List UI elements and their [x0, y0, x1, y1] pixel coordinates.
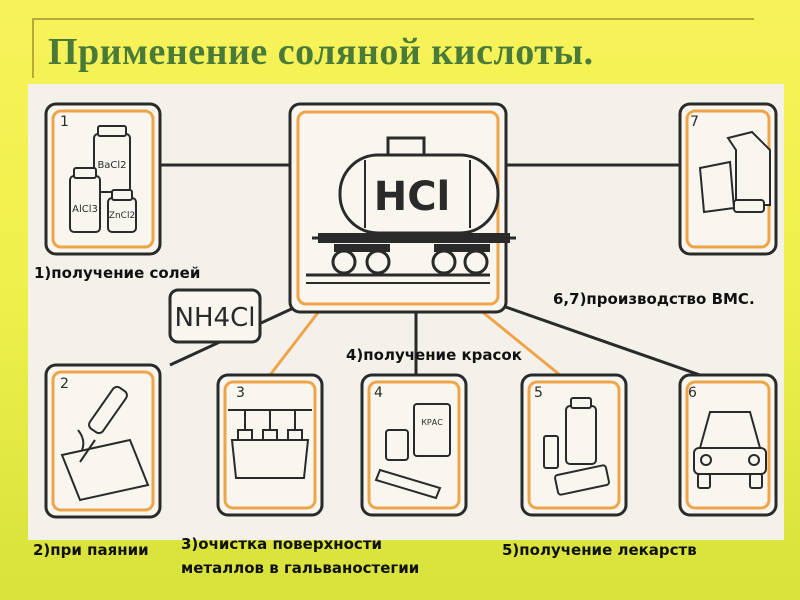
label-paints: 4)получение красок [346, 346, 522, 364]
label-soldering: 2)при паянии [33, 541, 149, 559]
label-cleaning-line1: 3)очистка поверхности [181, 535, 383, 553]
paint-cans-icon [374, 403, 451, 500]
box-number-4: 4 [374, 385, 383, 401]
box-number-7: 7 [690, 114, 699, 130]
connector-car [499, 303, 701, 377]
box-number-5: 5 [534, 385, 543, 401]
box-number-6: 6 [688, 385, 697, 401]
paint-can-text: КРАС [421, 418, 443, 427]
box-number-3: 3 [236, 385, 245, 401]
soldering-iron-icon [60, 385, 150, 502]
hcl-text: HCl [374, 174, 451, 220]
salt-label-bacl2: BaCl2 [97, 160, 126, 171]
nh4cl-text: NH4Cl [175, 303, 256, 333]
medicines-icon [543, 397, 610, 496]
title-left-line [32, 18, 34, 78]
box-soldering: 2 [44, 363, 162, 519]
salt-label-alcl3: AlCl3 [72, 204, 98, 215]
label-salts: 1)получение солей [34, 264, 201, 282]
orange-connectors [268, 308, 561, 377]
label-cleaning-line2: металлов в гальваностегии [181, 559, 420, 577]
box-medicines: 5 [520, 373, 628, 517]
slide-title: Применение соляной кислоты. [48, 31, 594, 73]
salt-label-zncl2: ZnCl2 [109, 211, 135, 221]
car-icon [693, 411, 767, 489]
box-clothing: 7 [678, 102, 778, 256]
box-galvanic: 3 [216, 373, 324, 517]
clothing-icon [698, 130, 771, 214]
box-number-1: 1 [60, 114, 69, 130]
label-medicines: 5)получение лекарств [502, 541, 697, 559]
box-number-2: 2 [60, 376, 69, 392]
salts-jars-icon [69, 125, 137, 233]
title-underline [32, 18, 754, 20]
hcl-tank-car-icon: HCl [306, 136, 516, 284]
nh4cl-box: NH4Cl [168, 288, 262, 344]
box-paints: 4 КРАС [360, 373, 468, 517]
label-polymers: 6,7)производство ВМС. [553, 290, 755, 308]
box-salts: 1 BaCl2 AlCl3 ZnCl2 [44, 102, 162, 256]
galvanic-bath-icon [228, 409, 312, 479]
box-car: 6 [678, 373, 778, 517]
